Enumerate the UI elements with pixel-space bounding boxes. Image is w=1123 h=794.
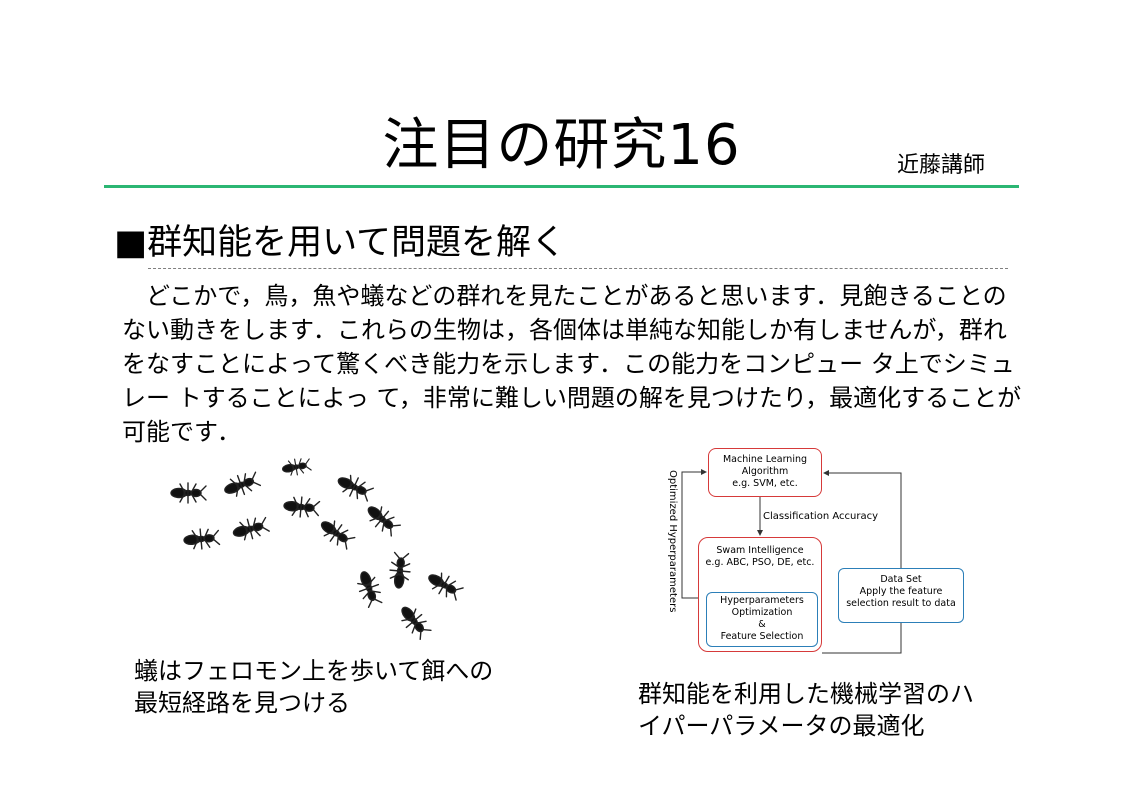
ant-icon [401,606,432,640]
title-divider [104,185,1019,188]
diagram-caption-line1: 群知能を利用した機械学習のハ [638,680,974,708]
swarm-box-line: Swam Intelligence [716,545,804,556]
optimized-hyperparameters-label: Optimized Hyperparameters [667,470,678,613]
author-name: 近藤講師 [897,153,986,178]
hyper-box-line: Hyperparameters [720,595,804,606]
ant-icon [428,572,464,601]
data-box-line: selection result to data [846,598,956,609]
ant-icon [357,571,383,609]
arrow-data-to-ml [823,470,902,568]
body-paragraph: どこかで，鳥，魚や蟻などの群れを見たことがあると思います．見飽きることのない動き… [122,282,1022,446]
section-heading: ■群知能を用いて問題を解く [114,223,567,263]
hyper-box-line: Feature Selection [720,631,804,642]
data-box-line: Apply the feature [859,586,943,597]
classification-accuracy-label: Classification Accuracy [763,511,878,522]
ml-box-line: e.g. SVM, etc. [732,478,798,489]
ants-caption-line1: 蟻はフェロモン上を歩いて餌への [134,657,494,685]
slide-title: 注目の研究16 [382,113,741,178]
ant-icon [232,516,270,541]
ant-icon [367,506,401,537]
ant-icon [224,471,262,497]
hyperparameter-optimization-box: Hyperparameters Optimization & Feature S… [706,592,818,647]
ant-icon [183,528,221,550]
diagram-caption: 群知能を利用した機械学習のハ イパーパラメータの最適化 [638,678,1018,742]
ant-icon [170,482,207,504]
diagram-caption-line2: イパーパラメータの最適化 [638,712,925,740]
ml-box-line: Machine Learning [722,454,808,465]
ants-caption: 蟻はフェロモン上を歩いて餌への 最短経路を見つける [134,655,493,719]
data-box-line: Data Set [880,574,922,585]
ant-icon [282,458,312,476]
ml-box-line: Algorithm [741,466,789,477]
hyperparameter-diagram: Machine Learning Algorithm e.g. SVM, etc… [660,440,976,660]
dashed-divider [148,268,1008,269]
data-set-box: Data Set Apply the feature selection res… [838,568,964,623]
ants-caption-line2: 最短経路を見つける [134,689,350,717]
ant-icon [320,520,356,550]
ant-icon [389,551,411,589]
arrow-data-to-swarm [822,623,902,654]
ml-algorithm-box: Machine Learning Algorithm e.g. SVM, etc… [708,448,822,497]
hyper-box-line: Optimization [731,607,793,618]
ant-icon [283,496,321,518]
arrow-swarm-to-ml [681,469,707,599]
swarm-box-line: e.g. ABC, PSO, DE, etc. [705,557,815,568]
hyper-box-line: & [758,619,766,630]
ant-icon [337,474,374,502]
ants-image [170,458,464,640]
